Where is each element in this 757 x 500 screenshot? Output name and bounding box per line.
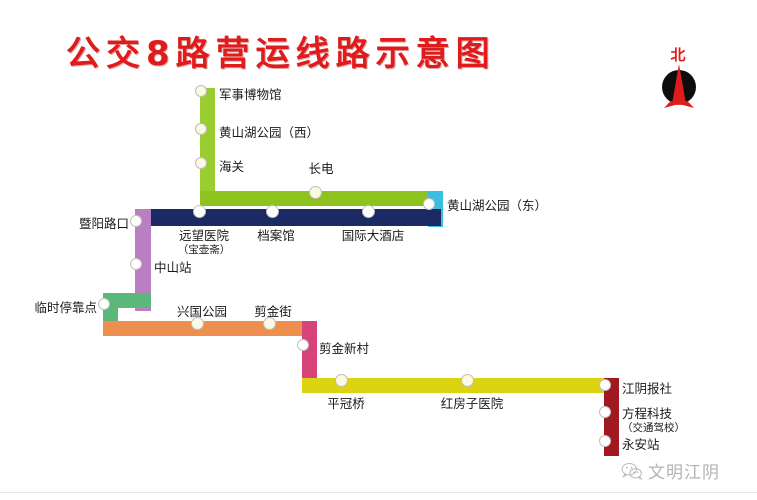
compass-label: 北 [670, 46, 686, 64]
compass-needle-icon [672, 64, 686, 104]
station-name-sub: （宝壶斋） [177, 243, 231, 256]
station-dot[interactable] [130, 258, 142, 270]
station-name: 兴国公园 [176, 304, 227, 319]
station-dot[interactable] [191, 317, 204, 330]
station-dot[interactable] [423, 198, 435, 210]
station-dot[interactable] [195, 157, 207, 169]
station-dot[interactable] [297, 339, 309, 351]
station-name-sub: （交通驾校） [622, 421, 685, 434]
station-name: 远望医院 [178, 228, 229, 243]
station-dot[interactable] [309, 186, 322, 199]
station-label: 永安站 [622, 437, 660, 453]
station-dot[interactable] [266, 205, 279, 218]
compass-north-icon: 北 [650, 44, 706, 128]
route-segment-yellow-horizontal [302, 378, 615, 393]
station-label: 黄山湖公园（西） [219, 125, 319, 141]
station-dot[interactable] [98, 298, 110, 310]
station-dot[interactable] [599, 379, 611, 391]
station-label: 兴国公园 [142, 304, 262, 320]
station-label: 红房子医院 [412, 396, 532, 412]
station-label: 国际大酒店 [313, 228, 433, 244]
station-name: 暨阳路口 [78, 216, 129, 231]
watermark-label: 文明江阴 [648, 463, 720, 483]
route-segment-green-horizontal [200, 191, 442, 206]
station-dot[interactable] [263, 317, 276, 330]
route-segment-pink-vertical [302, 321, 317, 383]
station-name: 平冠桥 [327, 396, 365, 411]
station-label: 临时停靠点 [0, 300, 97, 316]
station-name: 中山站 [154, 260, 192, 275]
station-label: 军事博物馆 [219, 87, 282, 103]
station-name: 档案馆 [257, 228, 295, 243]
station-label: 远望医院（宝壶斋） [144, 228, 264, 257]
wechat-icon [621, 462, 643, 480]
station-name: 黄山湖公园（东） [447, 198, 548, 213]
station-label: 长电 [261, 161, 381, 177]
station-label: 档案馆 [216, 228, 336, 244]
route-segment-green-vertical [200, 88, 215, 206]
station-dot[interactable] [195, 85, 207, 97]
station-dot[interactable] [362, 205, 375, 218]
station-dot[interactable] [599, 406, 611, 418]
station-label: 方程科技（交通驾校） [622, 406, 685, 435]
bottom-divider [0, 492, 757, 493]
station-name: 方程科技 [622, 406, 673, 421]
station-name: 剪金新村 [319, 341, 370, 356]
station-name: 剪金街 [254, 304, 292, 319]
station-name: 永安站 [622, 437, 660, 452]
route-segment-orange-horizontal [103, 321, 315, 336]
station-label: 暨阳路口 [0, 216, 129, 232]
station-dot[interactable] [335, 374, 348, 387]
station-label: 江阴报社 [622, 381, 672, 397]
station-label: 剪金新村 [319, 341, 369, 357]
route-segment-green2-horizontal [103, 293, 151, 308]
station-label: 平冠桥 [286, 396, 406, 412]
compass-foot-icon [664, 101, 694, 108]
station-dot[interactable] [599, 435, 611, 447]
page-title: 公交8路营运线路示意图 [66, 34, 496, 74]
station-label: 中山站 [154, 260, 192, 276]
station-label: 黄山湖公园（东） [447, 198, 547, 214]
station-name: 临时停靠点 [34, 300, 97, 315]
station-name: 黄山湖公园（西） [219, 125, 320, 140]
watermark: 文明江阴 [621, 458, 720, 483]
station-name: 军事博物馆 [219, 87, 282, 102]
station-dot[interactable] [461, 374, 474, 387]
route-segment-navy-horizontal [143, 209, 441, 226]
station-label: 剪金街 [213, 304, 333, 320]
station-label: 海关 [219, 159, 244, 175]
route-segment-purple-vertical [135, 209, 151, 311]
station-name: 长电 [308, 161, 334, 176]
station-name: 海关 [219, 159, 245, 174]
station-name: 江阴报社 [622, 381, 673, 396]
station-dot[interactable] [130, 215, 142, 227]
station-name: 国际大酒店 [341, 228, 405, 243]
station-dot[interactable] [195, 123, 207, 135]
station-dot[interactable] [193, 205, 206, 218]
station-name: 红房子医院 [440, 396, 504, 411]
